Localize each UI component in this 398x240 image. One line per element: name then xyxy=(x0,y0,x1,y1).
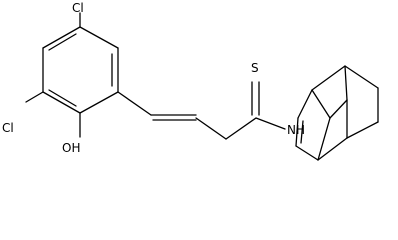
nh-label: NH xyxy=(287,123,305,137)
structure-svg: Cl Cl OH S NH xyxy=(2,1,379,161)
cl-left-bond xyxy=(25,91,44,103)
cl-left-label: Cl xyxy=(2,121,14,135)
ring-double-bond xyxy=(48,33,77,51)
cage-bond xyxy=(317,137,348,161)
ring-bond xyxy=(42,26,81,49)
ring-bond xyxy=(79,91,119,114)
ring-bond xyxy=(79,26,119,49)
benzene-ring xyxy=(42,26,119,114)
cage-bond xyxy=(344,65,379,89)
ring-double-bond xyxy=(48,89,77,107)
cl-top-label: Cl xyxy=(72,1,84,15)
s-label: S xyxy=(251,61,259,75)
cage-bond xyxy=(295,117,299,147)
c-nh-bond xyxy=(255,117,286,130)
cage-double-bond xyxy=(300,120,304,144)
cage-bond xyxy=(344,65,348,101)
oh-label: OH xyxy=(62,141,80,155)
cage-bond xyxy=(317,117,331,161)
cage-bond xyxy=(329,99,348,119)
ch-bond xyxy=(117,91,152,116)
nc-bond xyxy=(225,117,257,140)
cage-bond xyxy=(295,145,319,161)
cage-bond xyxy=(311,89,331,119)
cage-bond xyxy=(346,121,379,139)
ring-bond xyxy=(42,91,81,114)
nn-bond xyxy=(195,117,227,140)
cage-bond xyxy=(297,89,313,119)
tricyclic-cage xyxy=(295,65,379,161)
cage-bond xyxy=(311,65,346,91)
molecule-diagram: Cl Cl OH S NH xyxy=(2,1,379,161)
